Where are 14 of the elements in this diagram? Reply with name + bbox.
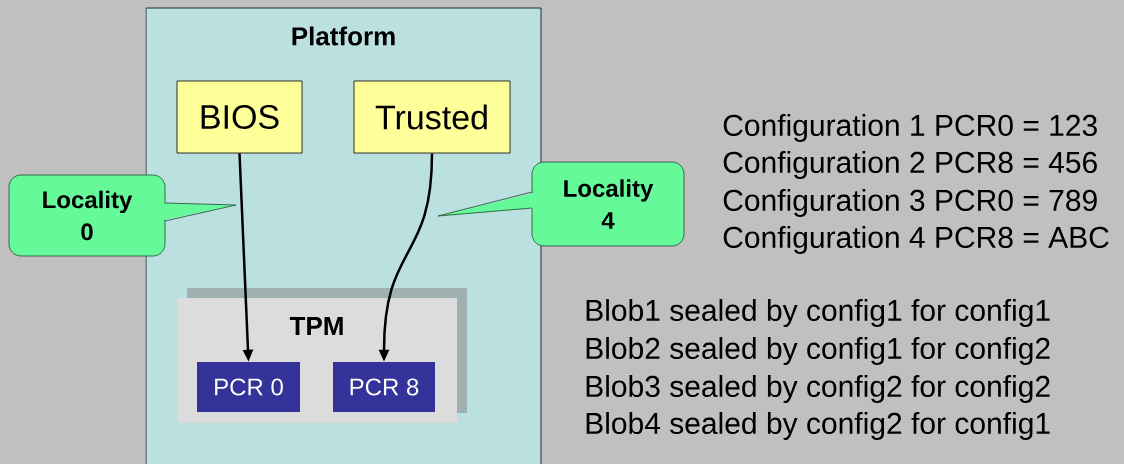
- register-box: PCR 0: [197, 362, 300, 412]
- note-text: Blob3 sealed by config2 for config2: [586, 375, 1050, 403]
- callout-bubble: Locality 4: [437, 161, 685, 247]
- note-text: Configuration 2 PCR8 = 456: [723, 151, 1097, 179]
- note-text: Configuration 1 PCR0 = 123: [723, 114, 1097, 142]
- note-text: Blob1 sealed by config1 for config1: [586, 299, 1050, 327]
- note-text: Blob2 sealed by config1 for config2: [586, 337, 1050, 365]
- callout-bubble: Locality 0: [8, 174, 237, 257]
- note-text: Configuration 4 PCR8 = ABC: [723, 226, 1109, 254]
- component-box: BIOS: [176, 80, 303, 154]
- note-text: Configuration 3 PCR0 = 789: [723, 189, 1097, 217]
- register-box: PCR 8: [333, 362, 435, 412]
- note-text: Blob4 sealed by config2 for config1: [586, 412, 1050, 440]
- component-box: Trusted: [353, 80, 511, 154]
